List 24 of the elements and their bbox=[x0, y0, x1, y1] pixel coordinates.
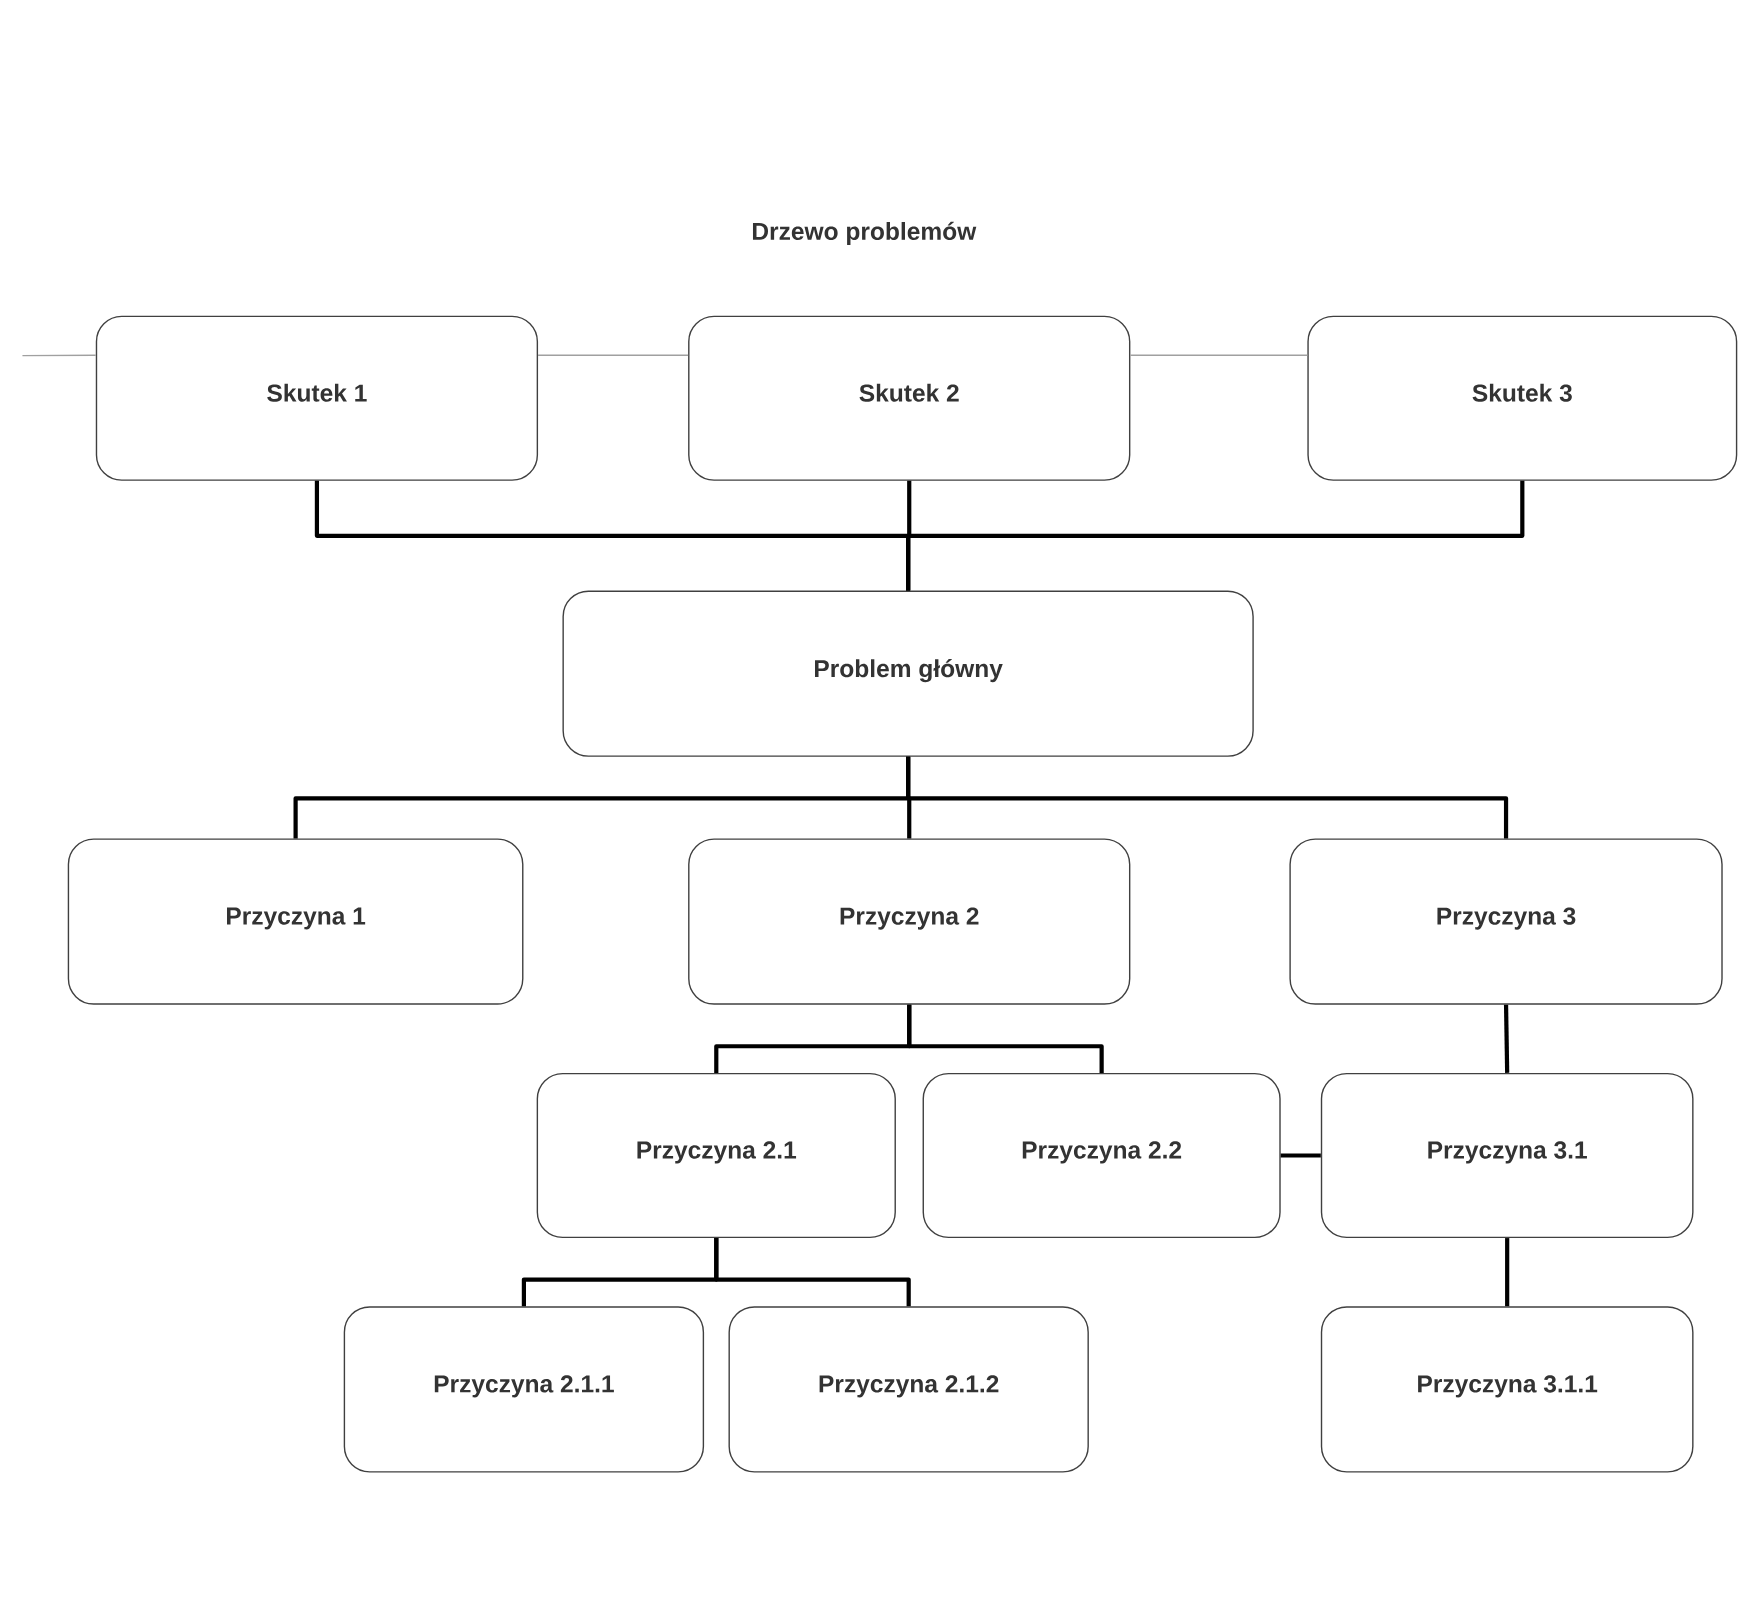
connector-line bbox=[906, 756, 1509, 839]
cause-box: Skutek 3 bbox=[1307, 315, 1738, 481]
cause-box: Przyczyna 3 bbox=[1289, 838, 1723, 1005]
connector-line bbox=[21, 354, 97, 357]
cause-box: Przyczyna 2.1.1 bbox=[343, 1306, 705, 1473]
cause-box: Przyczyna 2.1 bbox=[536, 1073, 896, 1239]
cause-box: Skutek 2 bbox=[688, 315, 1131, 481]
diagram-title: Drzewo problemów bbox=[752, 221, 977, 246]
connector-line bbox=[1129, 354, 1309, 357]
cause-box: Przyczyna 2.2 bbox=[922, 1073, 1281, 1239]
connector-line bbox=[537, 354, 689, 357]
connector-line bbox=[907, 1004, 1104, 1074]
cause-box: Przyczyna 1 bbox=[67, 838, 524, 1005]
cause-box: Przyczyna 3.1.1 bbox=[1320, 1306, 1694, 1473]
connector-line bbox=[1505, 1238, 1510, 1307]
cause-box: Problem główny bbox=[562, 590, 1254, 757]
cause-box: Skutek 1 bbox=[95, 315, 539, 481]
connector-line bbox=[1503, 1004, 1510, 1074]
cause-box: Przyczyna 2 bbox=[688, 838, 1131, 1005]
connector-line bbox=[714, 1238, 911, 1307]
cause-box: Przyczyna 2.1.2 bbox=[728, 1306, 1089, 1473]
cause-box: Przyczyna 3.1 bbox=[1320, 1073, 1694, 1239]
connector-line bbox=[1280, 1153, 1321, 1158]
connector-line bbox=[906, 481, 1525, 591]
